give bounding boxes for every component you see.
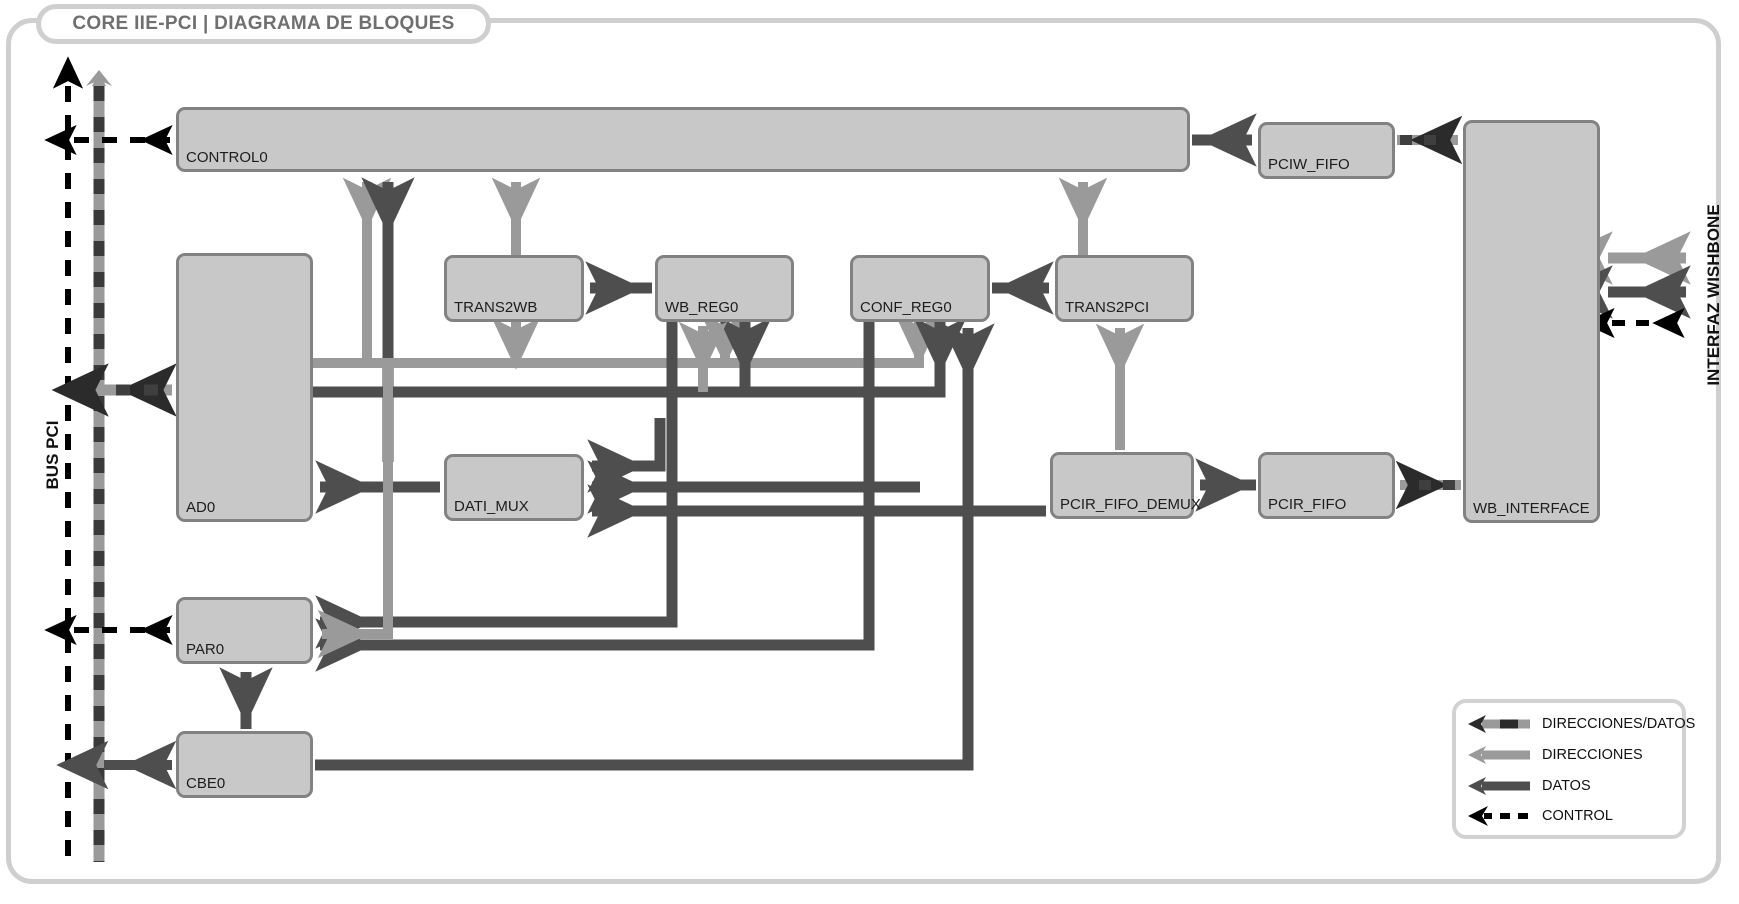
block-trans2pci[interactable]: TRANS2PCI (1055, 255, 1194, 322)
block-label: DATI_MUX (454, 498, 529, 515)
wire-wbreg0-down-to-par0 (315, 322, 678, 649)
block-pcir_fifo[interactable]: PCIR_FIFO (1258, 452, 1395, 519)
bus-pci-caption-text: BUS PCI (43, 420, 62, 490)
block-wb_reg0[interactable]: WB_REG0 (655, 255, 794, 322)
interfaz-wishbone-caption-text: INTERFAZ WISHBONE (1704, 204, 1723, 386)
block-label: WB_INTERFACE (1473, 500, 1590, 517)
legend-swatch-direcciones-datos (1468, 715, 1530, 733)
legend-label: CONTROL (1542, 808, 1613, 824)
wire-addr-to-par0 (317, 363, 393, 659)
page-title: CORE IIE-PCI | DIAGRAMA DE BLOQUES (72, 13, 455, 34)
block-pcir_fifo_demux[interactable]: PCIR_FIFO_DEMUX (1050, 452, 1201, 519)
block-label: TRANS2PCI (1065, 299, 1150, 316)
legend-swatch-datos (1468, 777, 1530, 795)
block-trans2wb[interactable]: TRANS2WB (444, 255, 584, 322)
legend-item-direcciones-datos: DIRECCIONES/DATOS (1466, 711, 1695, 737)
block-dati_mux[interactable]: DATI_MUX (444, 454, 584, 521)
block-label: PCIW_FIFO (1268, 156, 1350, 173)
bus-pci-caption: BUS PCI (43, 395, 63, 515)
block-label: TRANS2WB (454, 299, 538, 316)
legend-label: DIRECCIONES (1542, 747, 1643, 763)
block-conf_reg0[interactable]: CONF_REG0 (850, 255, 990, 322)
block-label: AD0 (186, 499, 216, 516)
block-cbe0[interactable]: CBE0 (176, 731, 313, 798)
bus-pci-addrdata-line (86, 70, 112, 862)
block-label: PCIR_FIFO_DEMUX (1060, 496, 1201, 513)
block-label: PAR0 (186, 641, 225, 658)
wire-cbe0-to-confreg0 (315, 323, 995, 771)
block-label: PCIR_FIFO (1268, 496, 1347, 513)
legend-swatch-direcciones (1468, 746, 1530, 764)
wire-confreg0-down-to-par0 (315, 322, 875, 672)
legend: DIRECCIONES/DATOS DIRECCIONES DATOS CONT… (1452, 699, 1695, 839)
block-label: CONTROL0 (186, 149, 268, 166)
block-par0[interactable]: PAR0 (176, 597, 313, 664)
block-control0[interactable]: CONTROL0 (176, 107, 1190, 172)
block-label: CBE0 (186, 775, 226, 792)
block-wb_interface[interactable]: WB_INTERFACE (1463, 120, 1600, 523)
legend-item-datos: DATOS (1466, 773, 1591, 799)
block-pciw_fifo[interactable]: PCIW_FIFO (1258, 122, 1395, 179)
legend-item-control: CONTROL (1466, 803, 1613, 829)
legend-label: DIRECCIONES/DATOS (1542, 716, 1696, 732)
legend-item-direcciones: DIRECCIONES (1466, 742, 1643, 768)
block-label: CONF_REG0 (860, 299, 952, 316)
legend-label: DATOS (1542, 778, 1591, 794)
block-label: WB_REG0 (665, 299, 739, 316)
block-ad0[interactable]: AD0 (176, 253, 313, 522)
bus-data-horizontal (313, 317, 967, 398)
diagram-frame (6, 18, 1721, 884)
legend-swatch-control (1468, 806, 1528, 826)
title-tab: CORE IIE-PCI | DIAGRAMA DE BLOQUES (36, 4, 491, 44)
interfaz-wishbone-caption: INTERFAZ WISHBONE (1704, 175, 1724, 415)
